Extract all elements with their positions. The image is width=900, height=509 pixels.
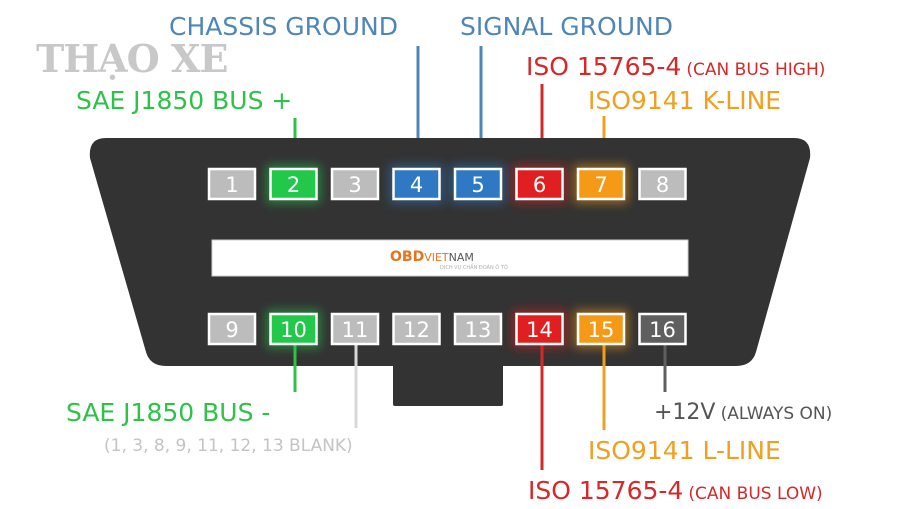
pin-13-number: 13 xyxy=(465,318,492,342)
pin-2-number: 2 xyxy=(287,173,300,197)
pin-1-number: 1 xyxy=(225,173,238,197)
pin-11 xyxy=(330,312,380,346)
pin-4-number: 4 xyxy=(410,173,423,197)
pin-10-number: 10 xyxy=(280,318,307,342)
pin-3 xyxy=(330,167,380,201)
label-iso-can-high-sub: (CAN BUS HIGH) xyxy=(686,60,826,80)
label-iso9141-kline: ISO9141 K-LINE xyxy=(588,86,782,115)
label-chassis-ground: CHASSIS GROUND xyxy=(169,12,398,41)
label-power-main: +12V xyxy=(654,400,716,425)
pin-14-number: 14 xyxy=(526,318,553,342)
logo-viet: VIET xyxy=(424,251,449,264)
pin-8-number: 8 xyxy=(656,173,669,197)
logo-nam: NAM xyxy=(448,251,474,264)
pin-15 xyxy=(576,312,626,346)
pin-2 xyxy=(269,167,318,201)
label-iso-can-high: ISO 15765-4 (CAN BUS HIGH) xyxy=(526,54,825,79)
pin-7 xyxy=(576,167,626,201)
logo-obd: OBD xyxy=(390,249,425,265)
pin-4 xyxy=(392,167,441,201)
label-iso-can-high-main: ISO 15765-4 xyxy=(526,52,682,81)
label-sae-bus-plus: SAE J1850 BUS + xyxy=(76,86,293,115)
label-power-12v: +12V (ALWAYS ON) xyxy=(654,402,832,424)
label-iso-can-low-main: ISO 15765-4 xyxy=(528,476,684,505)
watermark-logo: THẠO XE xyxy=(36,36,228,81)
pin-12 xyxy=(392,312,441,346)
pin-5-number: 5 xyxy=(471,173,484,197)
pin-6-number: 6 xyxy=(533,173,546,197)
logo-tagline: DỊCH VỤ CHẨN ĐOÁN Ô TÔ xyxy=(440,265,508,271)
connector-key-tab xyxy=(393,360,503,406)
pin-10 xyxy=(269,312,318,346)
label-sae-bus-minus: SAE J1850 BUS - xyxy=(66,398,271,427)
label-signal-ground: SIGNAL GROUND xyxy=(460,12,673,41)
pin-8 xyxy=(638,167,687,201)
label-iso-can-low: ISO 15765-4 (CAN BUS LOW) xyxy=(528,478,823,503)
pin-7-number: 7 xyxy=(594,173,607,197)
center-label-bar xyxy=(211,239,689,277)
pin-12-number: 12 xyxy=(403,318,430,342)
obdvietnam-logo: OBDVIETNAM xyxy=(390,250,474,264)
pin-11-number: 11 xyxy=(342,318,369,342)
pin-9 xyxy=(207,312,257,346)
label-iso-can-low-sub: (CAN BUS LOW) xyxy=(688,484,823,504)
pin-15-number: 15 xyxy=(588,318,615,342)
pin-13 xyxy=(453,312,503,346)
pin-9-number: 9 xyxy=(225,318,238,342)
label-power-sub: (ALWAYS ON) xyxy=(720,404,833,424)
pin-3-number: 3 xyxy=(348,173,361,197)
pin-16-number: 16 xyxy=(649,318,676,342)
pin-6 xyxy=(515,167,564,201)
pin-16 xyxy=(638,312,687,346)
pin-5 xyxy=(453,167,503,201)
label-iso9141-lline: ISO9141 L-LINE xyxy=(588,436,781,465)
label-blank-pins-note: (1, 3, 8, 9, 11, 12, 13 BLANK) xyxy=(104,436,353,456)
pin-1 xyxy=(207,167,257,201)
pin-14 xyxy=(515,312,564,346)
